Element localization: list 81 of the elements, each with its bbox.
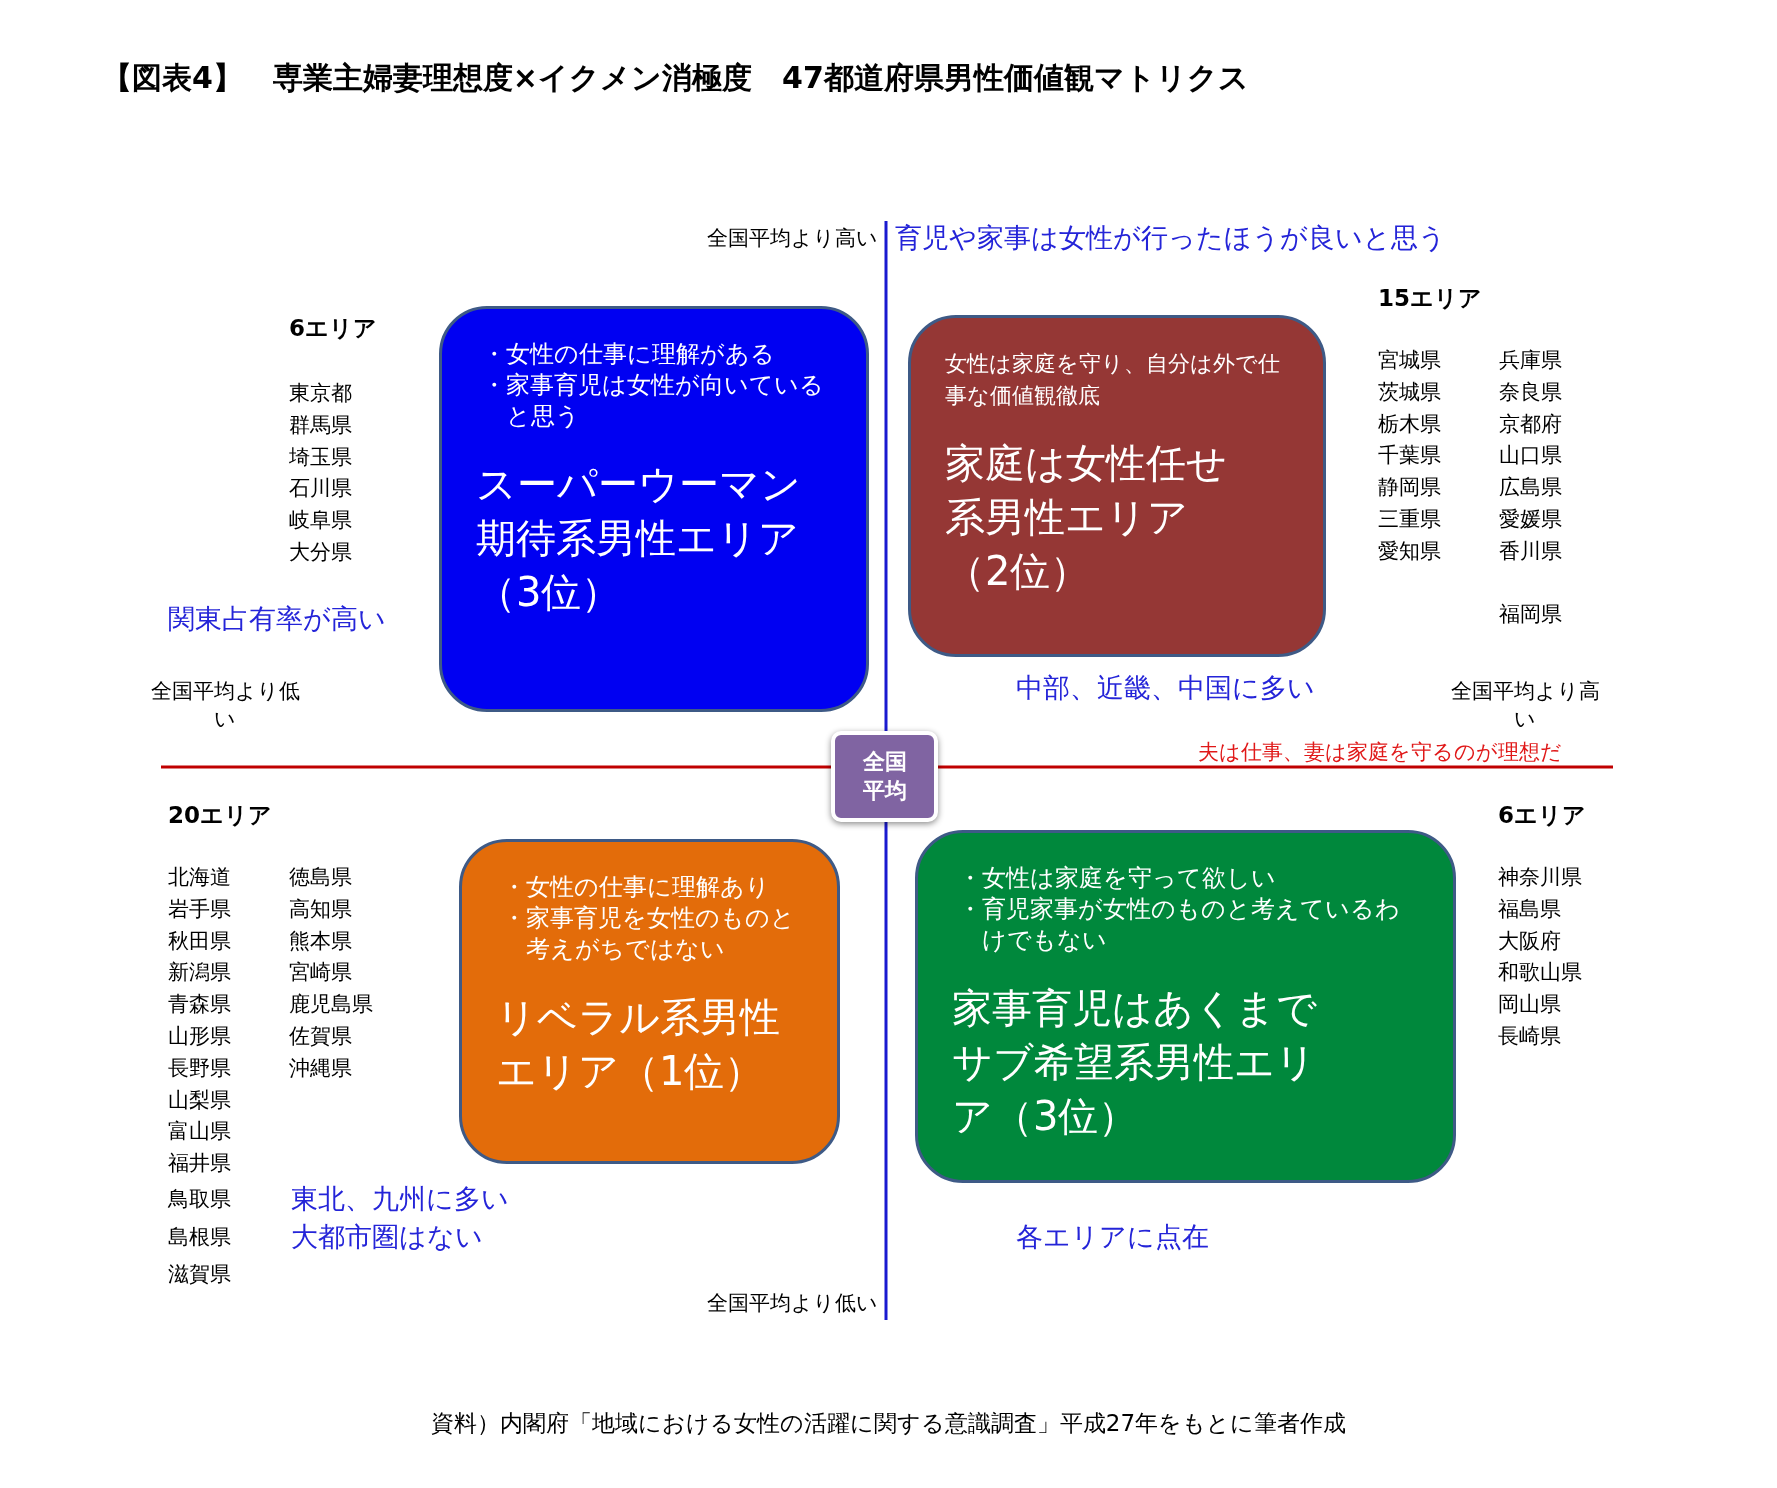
- description-text: 女性は家庭を守り、自分は外で仕事な価値観徹底: [945, 350, 1281, 410]
- bullet-text: ・家事育児を女性のものと考えがちではない: [502, 903, 796, 966]
- label: 秋田県: [168, 927, 231, 955]
- quadrant-title: 家庭は女性任せ系男性エリア（2位）: [945, 438, 1228, 596]
- label: 三重県: [1378, 505, 1441, 533]
- note: 大都市圏はない: [291, 1219, 483, 1254]
- label: 長野県: [168, 1054, 231, 1082]
- label: 全国平均より低い: [150, 677, 300, 733]
- quadrant-title: スーパーウーマン期待系男性エリア（3位）: [476, 459, 802, 617]
- label: 大阪府: [1498, 927, 1561, 955]
- label: 鹿児島県: [289, 991, 373, 1018]
- label: 新潟県: [168, 959, 231, 987]
- bullet-text: ・家事育児は女性が向いていると思う: [482, 370, 825, 433]
- label: 静岡県: [1378, 474, 1441, 501]
- label: 宮崎県: [289, 959, 352, 987]
- label: 神奈川県: [1498, 863, 1582, 891]
- label: 宮城県: [1378, 346, 1441, 374]
- label: 岐阜県: [289, 507, 352, 534]
- label: 富山県: [168, 1118, 231, 1146]
- label: 愛媛県: [1499, 505, 1562, 533]
- caption: 資料）内閣府「地域における女性の活躍に関する意識調査」平成27年をもとに筆者作成: [429, 1409, 1348, 1438]
- label: 群馬県: [289, 411, 352, 439]
- label: 福島県: [1498, 895, 1561, 923]
- note: 関東占有率が高い: [168, 601, 386, 636]
- label: 沖縄県: [289, 1054, 352, 1082]
- label: 福井県: [168, 1150, 231, 1177]
- label: 全国平均より高い: [707, 224, 878, 252]
- label: 山形県: [168, 1022, 231, 1050]
- label: 全国平均より高い: [1450, 677, 1600, 733]
- area-count: 15エリア: [1378, 284, 1482, 314]
- label: 岡山県: [1498, 991, 1561, 1018]
- label: 福岡県: [1499, 601, 1562, 629]
- axis-label: 夫は仕事、妻は家庭を守るのが理想だ: [1198, 738, 1562, 766]
- bullet-text: ・女性の仕事に理解あり: [502, 872, 771, 903]
- badge-text: 全国平均: [861, 747, 908, 805]
- quadrant-box: [915, 830, 1456, 1183]
- label: 千葉県: [1378, 442, 1441, 470]
- label: 長崎県: [1498, 1022, 1561, 1050]
- label: 北海道: [168, 863, 231, 891]
- bullet-text: ・女性の仕事に理解がある: [482, 339, 776, 370]
- quadrant-box: [459, 839, 840, 1164]
- area-count: 20エリア: [168, 801, 272, 831]
- label: 熊本県: [289, 927, 352, 955]
- label: 滋賀県: [168, 1260, 231, 1288]
- area-count: 6エリア: [1498, 801, 1586, 831]
- quadrant-box: [439, 306, 869, 712]
- label: 全国平均より低い: [707, 1289, 878, 1317]
- note: 中部、近畿、中国に多い: [1016, 670, 1315, 705]
- label: 石川県: [289, 475, 352, 503]
- average-badge: [831, 731, 938, 822]
- label: 島根県: [168, 1223, 231, 1251]
- area-count: 6エリア: [289, 314, 377, 344]
- note: 東北、九州に多い: [291, 1181, 509, 1216]
- label: 東京都: [289, 379, 352, 407]
- bullet-text: ・女性は家庭を守って欲しい: [958, 863, 1277, 894]
- label: 香川県: [1499, 537, 1562, 565]
- label: 高知県: [289, 895, 352, 923]
- label: 奈良県: [1499, 378, 1562, 406]
- label: 広島県: [1499, 474, 1562, 501]
- label: 栃木県: [1378, 410, 1441, 438]
- label: 大分県: [289, 538, 352, 566]
- label: 茨城県: [1378, 378, 1441, 406]
- label: 京都府: [1499, 410, 1562, 438]
- note: 育児や家事は女性が行ったほうが良いと思う: [895, 220, 1446, 255]
- label: 岩手県: [168, 895, 231, 923]
- quadrant-title: リベラル系男性エリア（1位）: [496, 992, 781, 1096]
- label: 埼玉県: [289, 443, 352, 471]
- label: 鳥取県: [168, 1185, 231, 1213]
- label: 和歌山県: [1498, 959, 1582, 987]
- note: 各エリアに点在: [1016, 1219, 1209, 1254]
- bullet-text: ・育児家事が女性のものと考えているわけでもない: [958, 894, 1401, 957]
- label: 青森県: [168, 991, 231, 1018]
- label: 徳島県: [289, 863, 352, 891]
- label: 山口県: [1499, 442, 1562, 470]
- label: 愛知県: [1378, 537, 1441, 565]
- label: 佐賀県: [289, 1022, 352, 1050]
- quadrant-box: [908, 315, 1326, 657]
- quadrant-title: 家事育児はあくまでサブ希望系男性エリア（3位）: [952, 983, 1318, 1141]
- label: 兵庫県: [1499, 346, 1562, 374]
- label: 山梨県: [168, 1086, 231, 1114]
- chart-title: 【図表4】 専業主婦妻理想度×イクメン消極度 47都道府県男性価値観マトリクス: [102, 59, 1249, 97]
